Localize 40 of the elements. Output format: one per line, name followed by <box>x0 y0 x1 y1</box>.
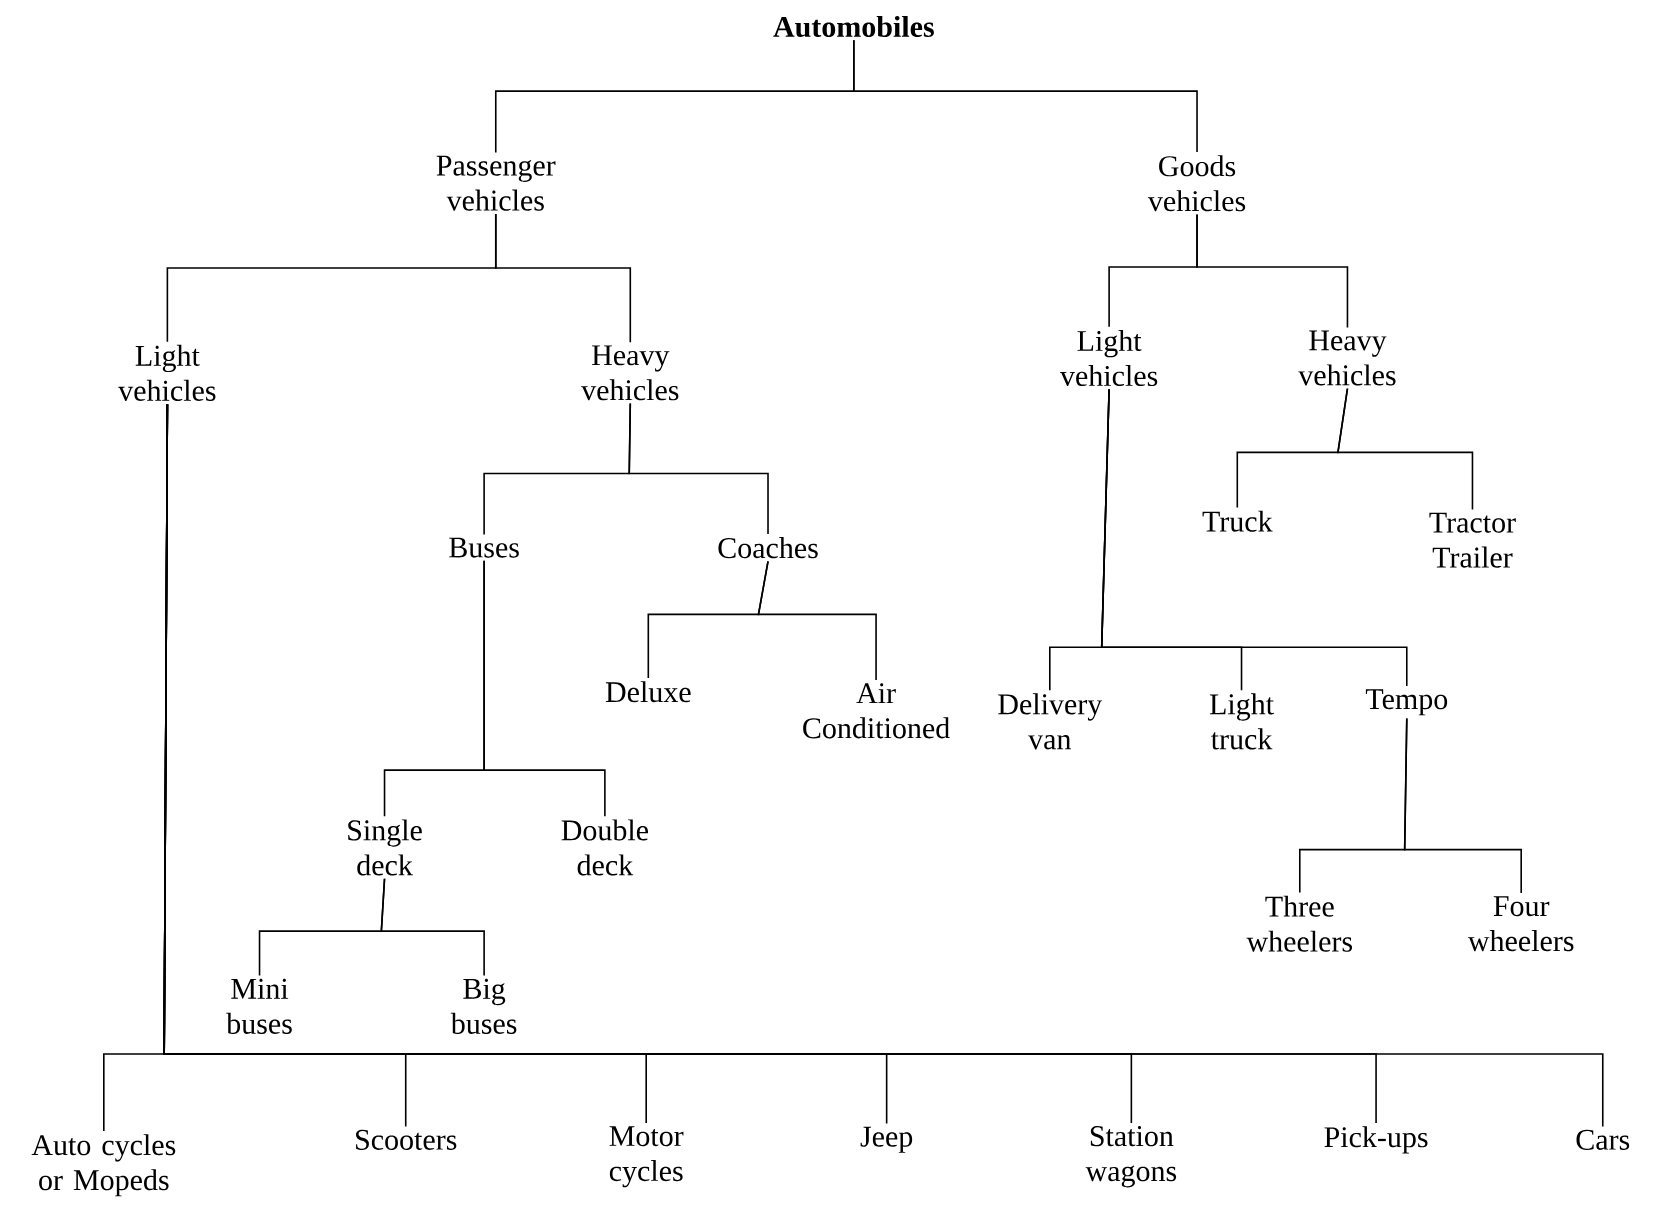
node-label: Light vehicles <box>118 344 216 401</box>
node-label: Air Conditioned <box>803 683 950 739</box>
node-label: Light truck <box>1209 693 1274 750</box>
node-label: Deluxe <box>605 681 691 703</box>
node-label: Buses <box>449 537 519 558</box>
connector-line <box>1100 388 1408 687</box>
node-label: Scooters <box>356 1129 457 1150</box>
node-label: Mini buses <box>226 978 292 1034</box>
node-label: Heavy vehicles <box>1298 330 1396 386</box>
connector-line <box>380 877 485 977</box>
node-label: Pick-ups <box>1324 1126 1428 1154</box>
node-label: Coaches <box>718 537 818 559</box>
connector-line <box>757 560 877 681</box>
node-label: Light vehicles <box>1059 330 1158 387</box>
connector-line <box>1196 213 1349 329</box>
connector-line <box>163 403 1604 1128</box>
node-label: Tractor Trailer <box>1429 512 1516 568</box>
node-label: Single deck <box>348 819 422 876</box>
node-label: Four wheelers <box>1467 896 1574 952</box>
connector-line <box>628 402 769 535</box>
node-label: Tempo <box>1365 689 1448 716</box>
node-label: Auto cycles or Mopeds <box>31 1134 176 1197</box>
node-label: Automobiles <box>773 15 934 38</box>
connector-line <box>1403 717 1522 894</box>
node-label: Jeep <box>860 1126 913 1153</box>
node-label: Three wheelers <box>1246 895 1352 952</box>
connector-line <box>1337 387 1474 511</box>
node-label: Goods vehicles <box>1147 155 1246 212</box>
connector-line <box>483 560 606 817</box>
connector-line <box>853 39 1198 153</box>
node-label: Heavy vehicles <box>581 345 679 401</box>
node-label: Cars <box>1576 1129 1630 1150</box>
node-label: Double deck <box>561 819 648 876</box>
node-label: Passenger vehicles <box>436 155 556 211</box>
node-label: Motor cycles <box>609 1126 684 1188</box>
node-label: Truck <box>1202 510 1273 532</box>
node-label: Big buses <box>450 978 517 1034</box>
connector-line <box>494 213 632 344</box>
node-label: Station wagons <box>1085 1126 1177 1188</box>
node-label: Delivery van <box>998 693 1103 750</box>
